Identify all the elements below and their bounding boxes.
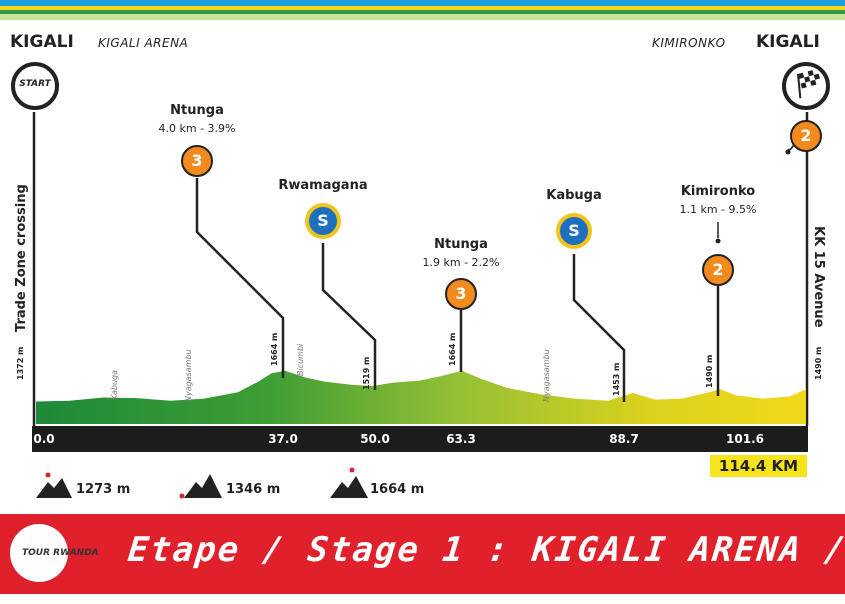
climb-leader-kabuga [572,254,626,402]
altitude-mark-2: 1519 m [362,356,371,390]
logo-text: TOUR RWANDA [22,548,99,558]
start-icon-label: START [19,79,51,89]
stripe-green [0,10,845,14]
right-altitude: 1490 m [814,346,823,380]
lowest-point-icon [36,472,72,498]
start-venue: KIGALI ARENA [98,36,189,50]
legend-highest: 1664 m [370,482,425,497]
distance-axis [32,426,808,452]
tour-rwanda-logo [10,524,68,582]
header-stripes [0,0,845,24]
climb-leader-rwamagana [321,243,377,390]
climb-detail-ntunga-1: 4.0 km - 3.9% [158,122,236,135]
category-2-badge-finish: 2 [790,120,822,152]
altitude-mark-1: 1664 m [270,332,279,366]
profile-area [36,370,806,424]
altitude-mark-5: 1490 m [705,354,714,388]
category-3-badge-1: 3 [181,145,213,177]
left-altitude: 1372 m [16,346,25,380]
finish-dot [785,149,791,155]
finish-city: KIGALI [756,32,820,52]
stage-title: Etape / Stage 1 : KIGALI ARENA / KIMIRON… [125,530,845,570]
left-road-label: Trade Zone crossing [14,184,29,332]
altitude-mark-4: 1453 m [612,362,621,396]
stripe-lightgreen [0,14,845,20]
start-city: KIGALI [10,32,74,52]
legend-lowest: 1273 m [76,482,131,497]
stage-banner [0,514,845,594]
climb-name-ntunga-2: Ntunga [434,237,488,252]
km-mark-5: 101.6 [726,432,764,446]
start-icon: START [11,62,59,110]
km-mark-2: 50.0 [360,432,390,446]
km-mark-3: 63.3 [446,432,476,446]
category-2-badge-1: 2 [702,254,734,286]
climb-detail-kimironko: 1.1 km - 9.5% [679,203,757,216]
checkered-flag-icon [797,70,820,99]
climb-detail-ntunga-2: 1.9 km - 2.2% [422,256,500,269]
climb-name-ntunga-1: Ntunga [170,103,224,118]
km-mark-0: 0.0 [33,432,55,446]
place-kabuga: Kabuga [110,370,119,400]
climb-leader-ntunga-1 [195,178,285,378]
sprint-badge-1: S [307,205,339,237]
climb-name-rwamagana: Rwamagana [278,178,368,193]
km-mark-1: 37.0 [268,432,298,446]
place-bicumbi: Bicumbi [296,343,305,376]
stripe-blue [0,0,845,6]
sprint-badge-2: S [558,215,590,247]
right-road-label: KK 15 Avenue [811,226,826,328]
highest-point-icon [330,467,368,498]
average-point-icon [179,474,222,499]
category-3-badge-2: 3 [445,278,477,310]
finish-venue: KIMIRONKO [652,36,726,50]
finish-flag-icon [782,62,830,110]
total-distance: 114.4 KM [710,455,807,477]
place-nyagasambu-2: Nyagasambu [542,349,551,402]
climb-name-kabuga: Kabuga [546,188,602,203]
legend-average: 1346 m [226,482,281,497]
place-nyagasambu-1: Nyagasambu [184,349,193,402]
km-mark-4: 88.7 [609,432,639,446]
kimironko-dot [715,238,721,244]
stripe-yellow [0,6,845,10]
climb-name-kimironko: Kimironko [680,184,756,199]
altitude-mark-3: 1664 m [448,332,457,366]
